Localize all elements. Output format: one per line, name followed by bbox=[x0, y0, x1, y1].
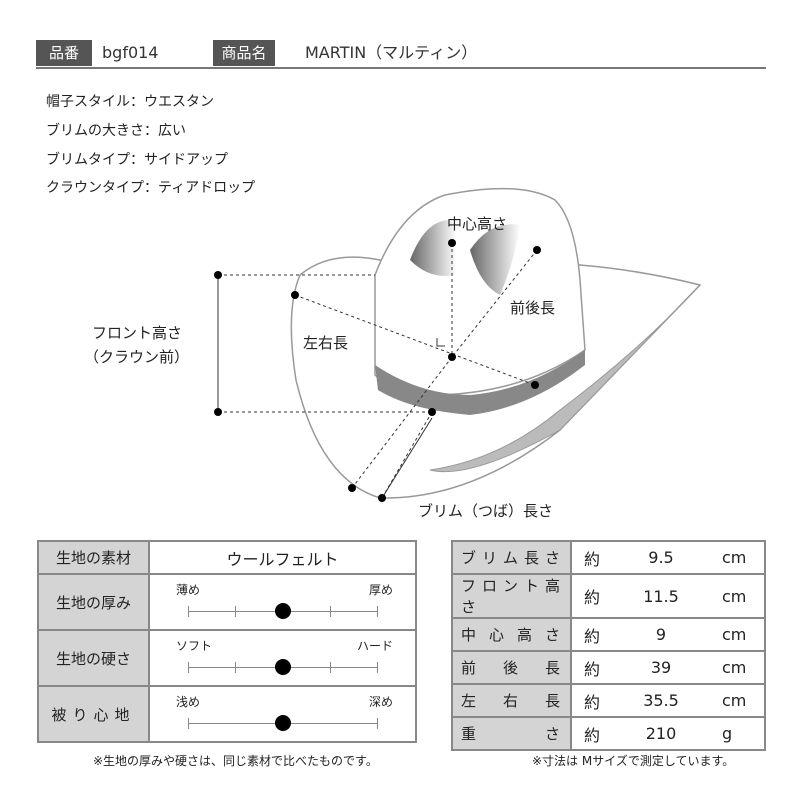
size-value: 11.5 bbox=[643, 586, 679, 606]
size-unit: cm bbox=[721, 625, 747, 644]
size-unit: cm bbox=[722, 548, 747, 567]
material-value: ウールフェルト bbox=[148, 540, 417, 575]
header-divider bbox=[36, 67, 766, 69]
label-left-right: 左右長 bbox=[303, 334, 349, 352]
scale-tick bbox=[329, 606, 331, 617]
fabric-note: ※生地の厚みや硬さは、同じ素材で比べたものです。 bbox=[93, 754, 378, 768]
scale-max-label: 深め bbox=[368, 695, 393, 709]
size-prefix: 約 bbox=[584, 626, 601, 646]
size-label: フロント高さ bbox=[451, 573, 572, 619]
size-label: 重さ bbox=[451, 716, 572, 751]
scale-tick bbox=[377, 662, 378, 673]
size-prefix: 約 bbox=[584, 692, 601, 712]
scale-marker bbox=[274, 715, 291, 731]
crown-dent-left bbox=[410, 220, 457, 276]
fabric-table: 生地の素材ウールフェルト 生地の厚み薄め厚め 生地の硬さソフトハード 被り心地浅… bbox=[37, 540, 417, 743]
hat-brim-right bbox=[429, 284, 701, 473]
hat-diagram bbox=[214, 187, 702, 502]
size-unit: cm bbox=[721, 691, 747, 710]
label-brim-length: ブリム（つば）長さ bbox=[418, 502, 554, 520]
size-label: 中心高さ bbox=[451, 617, 572, 652]
size-row: 前後長約 39 cm bbox=[451, 650, 766, 685]
size-unit: cm bbox=[722, 658, 747, 677]
scale-max-label: ハード bbox=[356, 639, 393, 653]
size-value: 39 bbox=[650, 658, 672, 677]
crown-dent-right bbox=[470, 224, 520, 295]
label-front-back: 前後長 bbox=[510, 299, 556, 317]
scale-max-label: 厚め bbox=[368, 583, 393, 597]
name-label: 商品名 bbox=[213, 40, 275, 66]
scale-min-label: 浅め bbox=[176, 695, 201, 709]
size-row: フロント高さ約 11.5 cm bbox=[451, 573, 766, 619]
size-prefix: 約 bbox=[584, 725, 601, 745]
size-label: ブリム長さ bbox=[451, 540, 572, 575]
code-label: 品番 bbox=[36, 40, 92, 66]
thickness-scale: 薄め 厚め bbox=[150, 575, 415, 629]
scale-tick bbox=[188, 662, 189, 673]
size-label: 前後長 bbox=[451, 650, 572, 685]
size-note: ※寸法は Mサイズで測定しています。 bbox=[532, 754, 735, 768]
fit-scale: 浅め 深め bbox=[150, 687, 415, 741]
attr-brim-type: ブリムタイプ：サイドアップ bbox=[46, 152, 228, 168]
scale-label: 生地の厚み bbox=[37, 573, 150, 631]
size-value: 35.5 bbox=[643, 691, 679, 710]
label-center-height: 中心高さ bbox=[447, 215, 508, 233]
scale-marker bbox=[274, 659, 291, 675]
size-row: 中心高さ約 9 cm bbox=[451, 617, 766, 652]
scale-min-label: ソフト bbox=[176, 639, 213, 653]
size-row: 重さ約 210 g bbox=[451, 716, 766, 751]
scale-tick bbox=[235, 662, 237, 673]
scale-tick bbox=[235, 606, 237, 617]
scale-tick bbox=[329, 662, 331, 673]
scale-tick bbox=[188, 606, 189, 617]
scale-label: 生地の硬さ bbox=[37, 629, 150, 687]
size-row: 左右長約 35.5 cm bbox=[451, 683, 766, 718]
size-label: 左右長 bbox=[451, 683, 572, 718]
scale-min-label: 薄め bbox=[176, 583, 201, 597]
size-prefix: 約 bbox=[584, 659, 601, 679]
size-prefix: 約 bbox=[584, 549, 601, 569]
size-row: ブリム長さ約 9.5 cm bbox=[451, 540, 766, 575]
scale-tick bbox=[377, 718, 378, 729]
size-unit: cm bbox=[721, 586, 747, 606]
attr-style: 帽子スタイル：ウエスタン bbox=[46, 94, 214, 110]
attr-brim-size: ブリムの大きさ：広い bbox=[46, 123, 186, 139]
product-name: MARTIN（マルティン） bbox=[305, 43, 478, 62]
product-code: bgf014 bbox=[102, 43, 159, 62]
size-value: 210 bbox=[645, 724, 677, 743]
size-value: 9 bbox=[655, 625, 667, 644]
size-value: 9.5 bbox=[648, 548, 674, 567]
scale-tick bbox=[188, 718, 189, 729]
hat-band bbox=[375, 350, 585, 415]
size-prefix: 約 bbox=[584, 588, 601, 607]
hardness-scale: ソフト ハード bbox=[150, 631, 415, 685]
label-front-height: フロント高さ bbox=[92, 324, 183, 342]
scale-label: 被り心地 bbox=[37, 685, 150, 743]
material-label: 生地の素材 bbox=[37, 540, 150, 575]
attr-crown-type: クラウンタイプ：ティアドロップ bbox=[46, 180, 256, 196]
size-unit: g bbox=[722, 724, 733, 743]
scale-marker bbox=[274, 603, 291, 619]
scale-tick bbox=[377, 606, 378, 617]
label-front-height-crown: （クラウン前） bbox=[84, 348, 190, 366]
